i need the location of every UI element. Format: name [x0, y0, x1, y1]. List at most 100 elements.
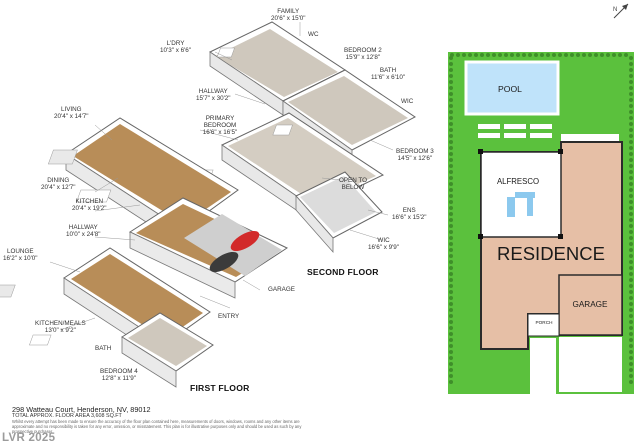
- hedge-dot: [449, 314, 453, 318]
- hedge-dot: [449, 128, 453, 132]
- hedge-dot: [449, 272, 453, 276]
- hedge-dot: [629, 314, 633, 318]
- hedge-dot: [629, 320, 633, 324]
- hedge-dot: [629, 128, 633, 132]
- hedge-dot: [449, 140, 453, 144]
- hedge-dot: [629, 290, 633, 294]
- hedge-dot: [576, 53, 580, 57]
- hedge-dot: [612, 53, 616, 57]
- hedge-dot: [516, 53, 520, 57]
- residence-label: RESIDENCE: [497, 243, 605, 264]
- room-label-open-to-below: OPEN TO BELOW: [338, 177, 368, 191]
- total-floor-area: TOTAL APPROX. FLOOR AREA 3,608 SQ.FT: [12, 413, 122, 419]
- post-marker: [558, 234, 563, 239]
- post-marker: [558, 149, 563, 154]
- hedge-dot: [492, 53, 496, 57]
- hedge-dot: [629, 134, 633, 138]
- hedge-dot: [629, 278, 633, 282]
- hedge-dot: [449, 164, 453, 168]
- hedge-dot: [629, 236, 633, 240]
- hedge-dot: [449, 170, 453, 174]
- pool-shape: [464, 60, 560, 116]
- hedge-dot: [629, 374, 633, 378]
- alfresco-furniture: [507, 197, 515, 217]
- hedge-dot: [629, 158, 633, 162]
- paver: [478, 133, 500, 138]
- hedge-dot: [540, 53, 544, 57]
- hedge-dot: [534, 53, 538, 57]
- hedge-dot: [449, 260, 453, 264]
- hedge-dot: [629, 224, 633, 228]
- hedge-dot: [629, 212, 633, 216]
- hedge-dot: [600, 53, 604, 57]
- hedge-dot: [629, 308, 633, 312]
- hedge-dot: [629, 164, 633, 168]
- hedge-dot: [449, 356, 453, 360]
- garage-label: GARAGE: [572, 300, 608, 309]
- hedge-dot: [449, 284, 453, 288]
- hedge-dot: [449, 290, 453, 294]
- alfresco-furniture: [515, 192, 535, 198]
- hedge-dot: [629, 176, 633, 180]
- hedge-dot: [629, 326, 633, 330]
- paver: [561, 134, 619, 142]
- hedge-dot: [449, 236, 453, 240]
- hedge-dot: [449, 86, 453, 90]
- hedge-dot: [629, 194, 633, 198]
- hedge-dot: [449, 332, 453, 336]
- hedge-dot: [498, 53, 502, 57]
- hedge-dot: [570, 53, 574, 57]
- hedge-dot: [449, 326, 453, 330]
- label-leader-lines: [49, 22, 394, 331]
- second-floor-plan: [188, 21, 416, 254]
- hedge-dot: [629, 284, 633, 288]
- hedge-dot: [522, 53, 526, 57]
- paver: [530, 124, 552, 129]
- hedge-dot: [480, 53, 484, 57]
- hedge-dot: [558, 53, 562, 57]
- hedge-dot: [629, 266, 633, 270]
- room-label-wc-top: WC: [308, 31, 319, 38]
- hedge-dot: [629, 116, 633, 120]
- hedge-dot: [449, 302, 453, 306]
- second-floor-title: SECOND FLOOR: [307, 267, 379, 277]
- hedge-dot: [474, 53, 478, 57]
- hedge-dot: [449, 56, 453, 60]
- garage-shape: [558, 274, 623, 336]
- hedge-dot: [449, 380, 453, 384]
- hedge-dot: [629, 122, 633, 126]
- hedge-dot: [629, 62, 633, 66]
- hedge-dot: [449, 158, 453, 162]
- hedge-dot: [629, 146, 633, 150]
- hedge-dot: [449, 212, 453, 216]
- hedge-dot: [629, 104, 633, 108]
- paver: [504, 133, 526, 138]
- hedge-dot: [449, 278, 453, 282]
- hedge-dot: [629, 98, 633, 102]
- hedge-dot: [629, 200, 633, 204]
- hedge-dot: [624, 53, 628, 57]
- hedge-dot: [449, 194, 453, 198]
- hedge-dot: [629, 218, 633, 222]
- porch-label: PORCH: [535, 320, 553, 325]
- first-floor-plan: [0, 117, 289, 388]
- post-marker: [478, 234, 483, 239]
- hedge-dot: [449, 176, 453, 180]
- paver: [504, 124, 526, 129]
- hedge-dot: [546, 53, 550, 57]
- hedge-dot: [449, 350, 453, 354]
- hedge-dot: [552, 53, 556, 57]
- hedge-dot: [629, 248, 633, 252]
- hedge-dot: [564, 53, 568, 57]
- hedge-dot: [629, 272, 633, 276]
